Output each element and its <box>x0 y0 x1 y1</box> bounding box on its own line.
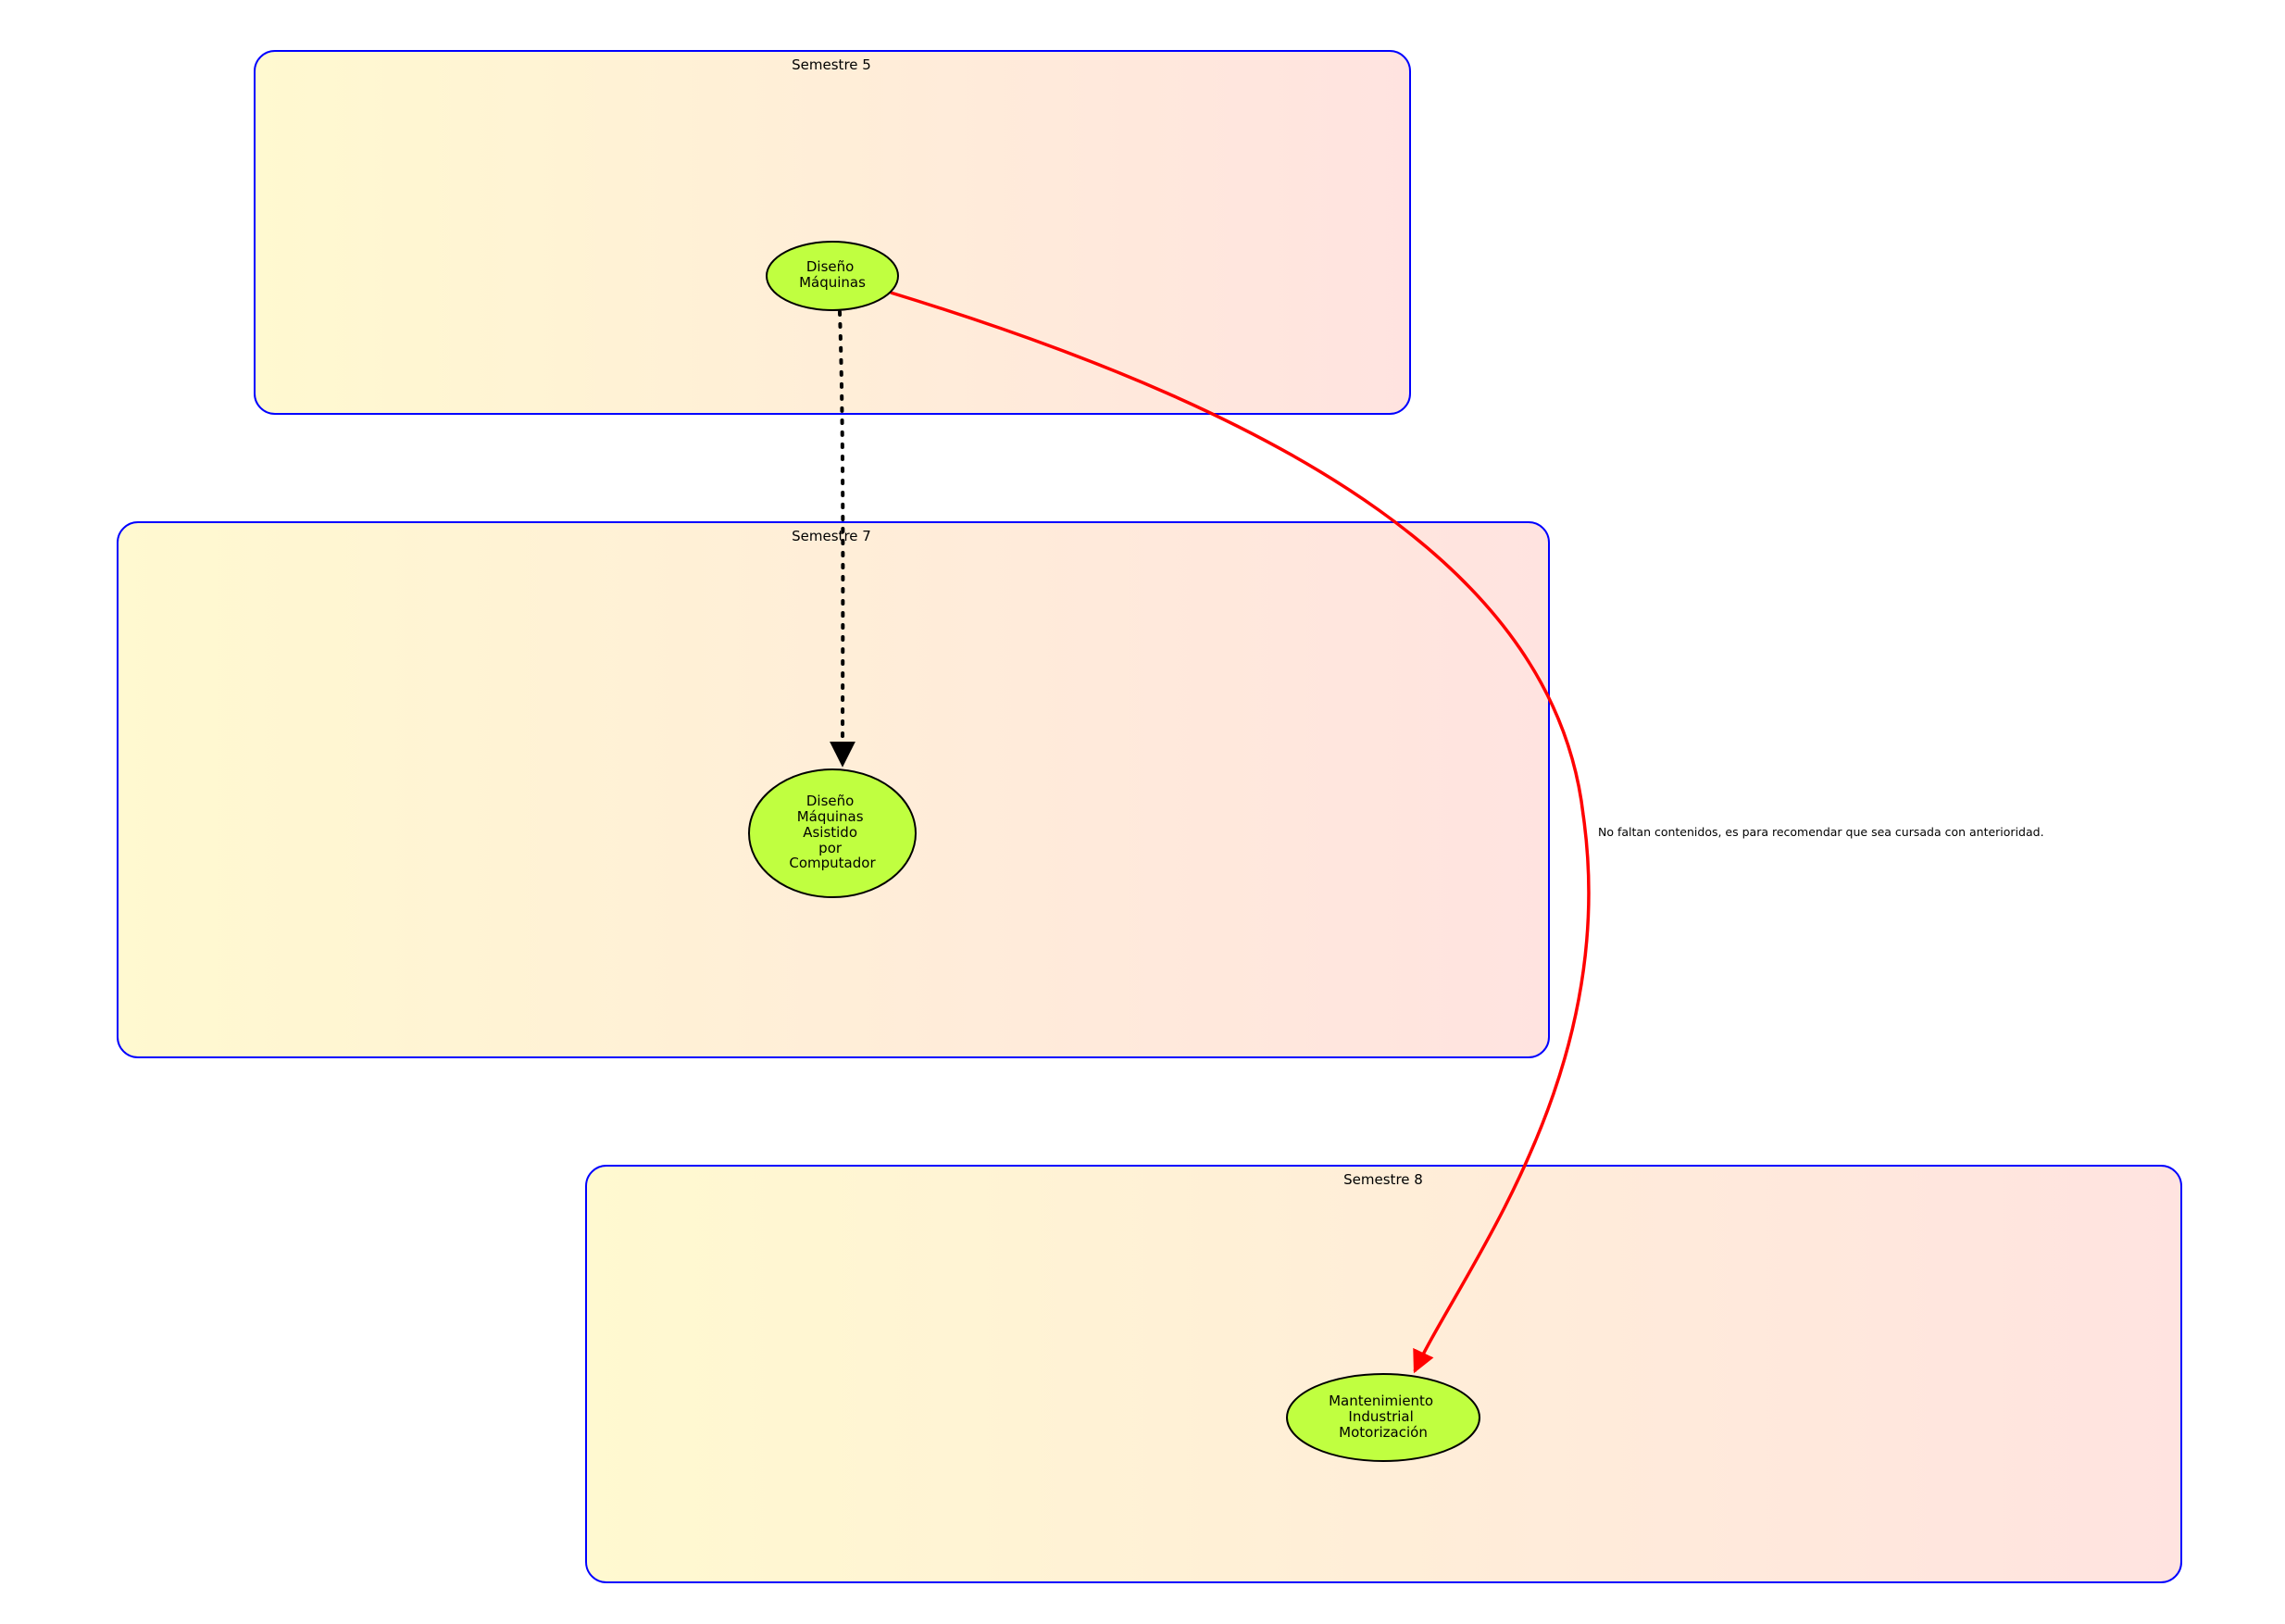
svg-text:Diseño Máquinas As: Diseño Máquinas Asistido por Computador <box>789 793 876 871</box>
edge-red-diseno-to-mantenimiento <box>890 291 1591 1374</box>
node-label-line: Industrial <box>1348 1408 1413 1425</box>
node-diseno-maquinas-asistido[interactable]: Diseño Máquinas Asistido por Computador <box>748 768 917 898</box>
edge-dotted-diseno-to-asistido <box>830 310 856 768</box>
cluster-label-semestre-8: Semestre 8 <box>1343 1171 1423 1188</box>
node-mantenimiento-industrial[interactable]: Mantenimiento Industrial Motorización <box>1286 1373 1480 1462</box>
svg-text:Mantenimiento Industrial: Mantenimiento Industrial Motorización <box>1329 1393 1438 1441</box>
node-diseno-maquinas[interactable]: Diseño Máquinas <box>766 241 899 311</box>
cluster-semestre-5: Semestre 5 <box>254 50 1411 415</box>
cluster-label-semestre-7: Semestre 7 <box>792 528 871 544</box>
node-label-line: Mantenimiento <box>1329 1393 1433 1409</box>
node-label-line: Diseño <box>806 258 854 275</box>
node-label-line: Diseño <box>806 793 854 809</box>
node-label-line: Máquinas <box>799 274 866 291</box>
edge-label-recommendation: No faltan contenidos, es para recomendar… <box>1598 825 2044 839</box>
node-label-line: Asistido <box>803 824 857 841</box>
node-label-line: Computador <box>789 855 876 871</box>
cluster-label-semestre-5: Semestre 5 <box>792 56 871 73</box>
node-label-line: Máquinas <box>797 808 864 825</box>
svg-text:Diseño Máquinas: Diseño Máquinas <box>799 258 866 291</box>
node-label-line: Motorización <box>1339 1424 1428 1441</box>
node-label-line: por <box>818 840 843 856</box>
